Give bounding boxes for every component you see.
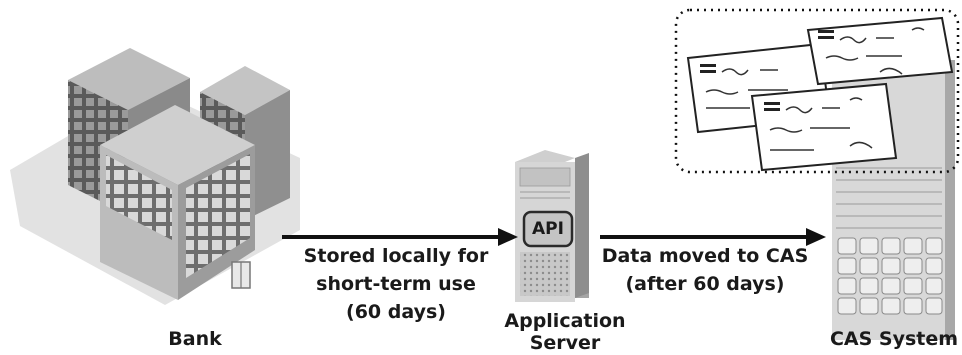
label-line: Server (529, 332, 601, 354)
edge-label-bank-to-server: Stored locally for short-term use (60 da… (282, 242, 510, 326)
application-server-label: Application Server (490, 310, 640, 354)
bank-label: Bank (168, 328, 222, 350)
arrow-server-to-cas (600, 228, 826, 246)
api-badge (522, 210, 574, 248)
bank-icon (10, 48, 300, 305)
api-badge-label: API (532, 219, 564, 239)
edge-label-line: short-term use (316, 273, 476, 295)
edge-label-server-to-cas: Data moved to CAS (after 60 days) (590, 242, 820, 298)
check-document-icon (806, 16, 954, 86)
arrow-bank-to-server (282, 228, 518, 246)
edge-label-line: (60 days) (346, 301, 446, 323)
archive-region (674, 8, 960, 174)
cas-system-label: CAS System (829, 328, 959, 350)
label-line: Application (504, 310, 626, 332)
check-document-icon (750, 82, 898, 172)
edge-label-line: Stored locally for (303, 245, 489, 267)
edge-label-line: Data moved to CAS (601, 245, 809, 267)
edge-label-line: (after 60 days) (625, 273, 785, 295)
